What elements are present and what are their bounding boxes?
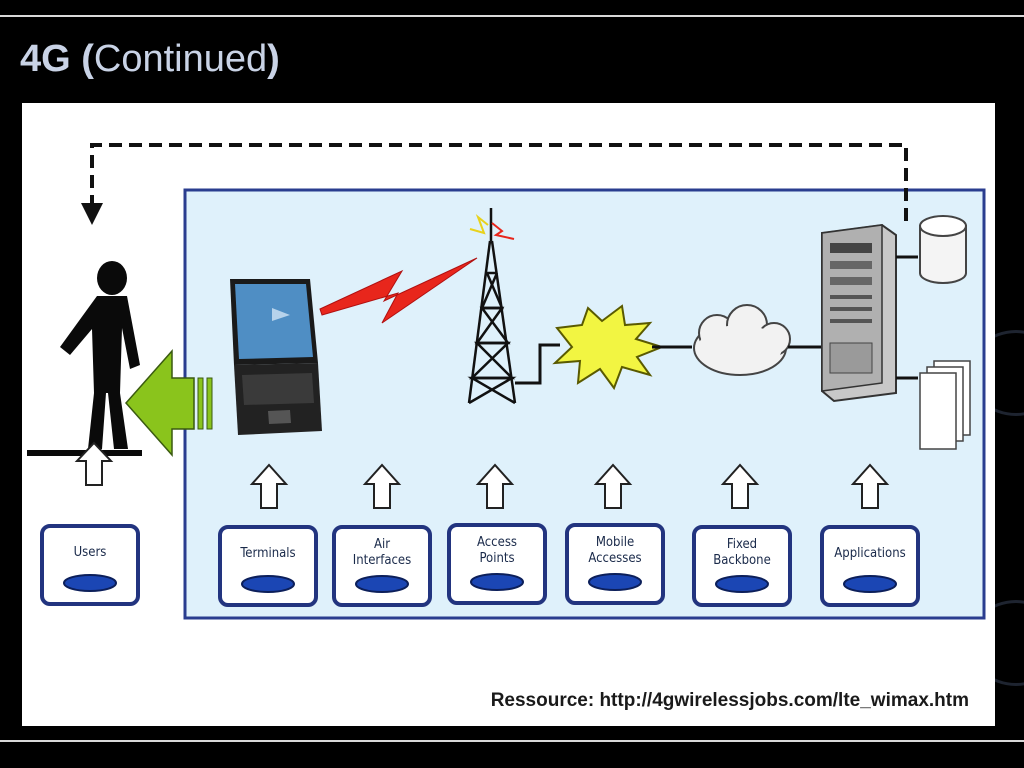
up-arrow-icon [475, 463, 515, 509]
up-arrow-icon [249, 463, 289, 509]
title-bold: 4G ( [20, 38, 94, 80]
label-text: Fixed [727, 537, 757, 552]
label-oval-icon [715, 575, 769, 593]
label-box-terminals: Terminals [218, 525, 318, 607]
label-text: Applications [834, 546, 905, 561]
label-oval-icon [355, 575, 409, 593]
label-text: Backbone [713, 553, 771, 568]
tower-icon [467, 208, 517, 405]
label-box-applications: Applications [820, 525, 920, 607]
signal-icon [491, 222, 515, 240]
up-arrow-icons [249, 463, 890, 509]
architecture-diagram: UsersTerminalsAirInterfacesAccessPointsM… [27, 143, 986, 620]
label-text: Users [74, 545, 107, 560]
server-icon [821, 223, 897, 403]
label-text: Air [374, 537, 390, 552]
burst-icon [552, 304, 666, 391]
up-arrow-icons [74, 441, 114, 486]
title-light: Continued [93, 38, 268, 80]
green-arrow-icon [124, 349, 213, 457]
label-box-frame [820, 525, 920, 607]
label-text: Terminals [239, 546, 295, 561]
label-box-frame [218, 525, 318, 607]
up-arrow-icon [850, 463, 890, 509]
label-oval-icon [241, 575, 295, 593]
label-oval-icon [843, 575, 897, 593]
up-arrow-icon [593, 463, 633, 509]
laptop-icon [230, 279, 322, 435]
label-text: Mobile [596, 535, 634, 550]
slide-title: 4G (Continued) [20, 38, 280, 81]
up-arrow-icon [362, 463, 402, 509]
cloud-icon [698, 325, 782, 371]
documents-icon [919, 360, 971, 450]
label-text: Interfaces [353, 553, 411, 568]
label-text: Accesses [588, 551, 641, 566]
source-citation: Ressource: http://4gwirelessjobs.com/lte… [490, 690, 969, 711]
database-icon [919, 215, 967, 284]
label-oval-icon [470, 573, 524, 591]
top-rule [0, 15, 1024, 17]
link-line [515, 343, 560, 385]
lightning-icon [319, 257, 478, 324]
person-icon [27, 261, 142, 456]
label-oval-icon [588, 573, 642, 591]
label-text: Points [479, 551, 514, 566]
feedback-arrowhead [81, 203, 103, 225]
label-text: Access [477, 535, 517, 550]
feedback-loop [90, 143, 908, 221]
bottom-rule [0, 740, 1024, 742]
up-arrow-icon [720, 463, 760, 509]
label-box-frame [40, 524, 140, 606]
label-oval-icon [63, 574, 117, 592]
signal-icon [469, 213, 489, 235]
up-arrow-icon [74, 441, 114, 486]
title-close: ) [267, 38, 280, 80]
label-box-users: Users [40, 524, 140, 606]
